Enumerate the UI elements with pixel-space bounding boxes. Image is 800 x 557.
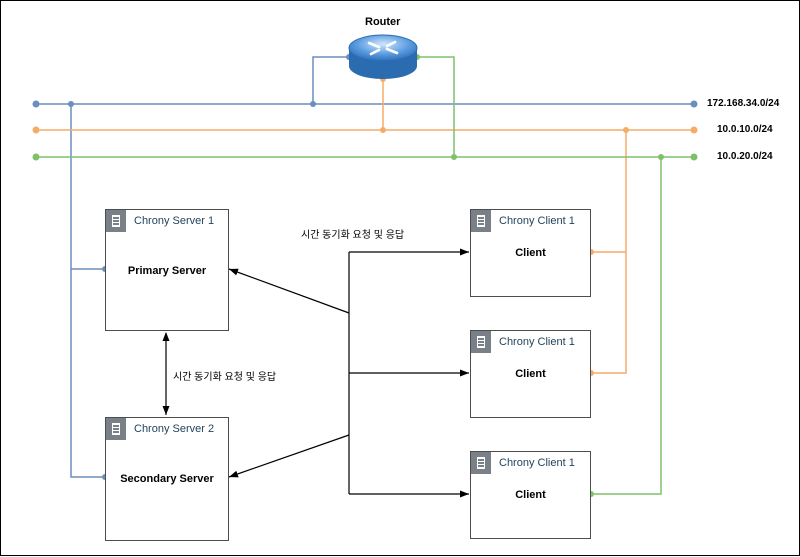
chrony-client-3-node[interactable]: Chrony Client 1 Client xyxy=(470,451,591,539)
node-header: Chrony Server 2 xyxy=(106,418,228,440)
node-title: Chrony Server 1 xyxy=(134,215,215,227)
network-label-orange: 10.0.10.0/24 xyxy=(717,124,773,135)
node-title: Chrony Server 2 xyxy=(134,423,215,435)
node-header: Chrony Client 1 xyxy=(471,452,590,474)
node-role: Primary Server xyxy=(127,265,207,277)
server-icon xyxy=(471,452,491,474)
sync-label-servers: 시간 동기화 요청 및 응답 xyxy=(173,372,277,383)
chrony-client-2-node[interactable]: Chrony Client 1 Client xyxy=(470,330,591,418)
server-icon xyxy=(471,210,491,232)
node-title: Chrony Client 1 xyxy=(499,457,575,469)
node-role: Client xyxy=(515,368,546,380)
router-icon xyxy=(348,34,418,79)
node-title: Chrony Client 1 xyxy=(499,215,575,227)
network-label-green: 10.0.20.0/24 xyxy=(717,151,773,162)
chrony-server-2-node[interactable]: Chrony Server 2 Secondary Server xyxy=(105,417,229,541)
network-green-points xyxy=(32,54,698,497)
sync-arrows xyxy=(162,248,469,498)
network-green-wires xyxy=(36,56,694,495)
network-orange-wires xyxy=(36,79,694,374)
node-role: Client xyxy=(515,489,546,501)
node-role: Secondary Server xyxy=(120,473,214,485)
node-title: Chrony Client 1 xyxy=(499,336,575,348)
server-icon xyxy=(106,418,126,440)
server-icon xyxy=(471,331,491,353)
node-header: Chrony Server 1 xyxy=(106,210,228,232)
sync-label-clients: 시간 동기화 요청 및 응답 xyxy=(301,230,405,241)
server-icon xyxy=(106,210,126,232)
node-role: Client xyxy=(515,247,546,259)
node-header: Chrony Client 1 xyxy=(471,210,590,232)
network-blue-wires xyxy=(36,56,694,478)
chrony-server-1-node[interactable]: Chrony Server 1 Primary Server xyxy=(105,209,229,331)
chrony-client-1-node[interactable]: Chrony Client 1 Client xyxy=(470,209,591,297)
network-label-blue: 172.168.34.0/24 xyxy=(707,98,780,109)
router-label: Router xyxy=(365,16,401,28)
node-header: Chrony Client 1 xyxy=(471,331,590,353)
